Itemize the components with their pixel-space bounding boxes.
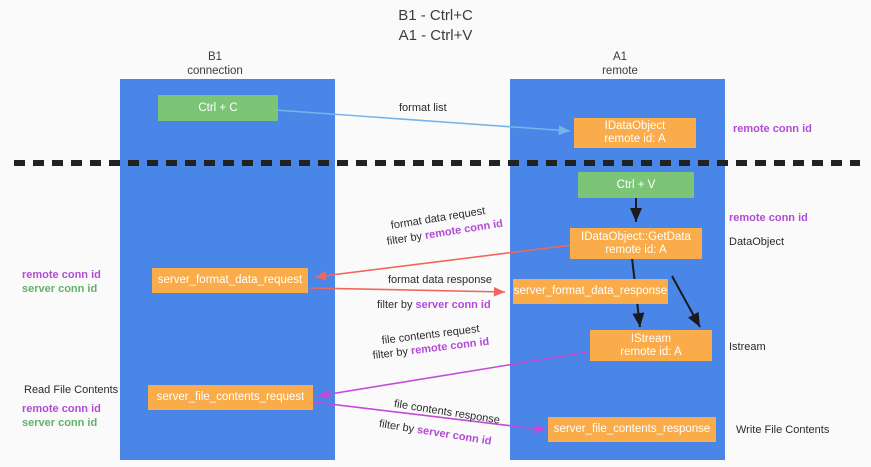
box-istream-line1: IStream	[630, 332, 672, 345]
filter-key-server-conn-id: server conn id	[415, 299, 491, 311]
column-header-left: B1 connection	[150, 50, 280, 78]
box-server-file-contents-response[interactable]: server_file_contents_response	[548, 417, 716, 442]
annotation-istream: Istream	[729, 341, 766, 353]
edge-label-format-data-response-text: format data response	[388, 274, 492, 286]
box-server-format-data-response[interactable]: server_format_data_response	[513, 279, 668, 304]
filter-prefix: filter by	[386, 229, 426, 248]
box-server-file-contents-request[interactable]: server_file_contents_request	[148, 385, 313, 410]
annotation-remote-conn-id-mid: remote conn id	[729, 212, 808, 224]
column-header-right-name: A1	[612, 51, 628, 63]
annotation-remote-conn-id-top: remote conn id	[733, 123, 812, 135]
box-idataobject-line2: remote id: A	[604, 133, 666, 145]
filter-prefix: filter by	[372, 345, 412, 362]
box-idataobject-getdata[interactable]: IDataObject::GetData remote id: A	[570, 228, 702, 259]
box-server-format-data-request[interactable]: server_format_data_request	[152, 268, 308, 293]
legend-left-low-remote: remote conn id	[22, 403, 101, 415]
page-title: B1 - Ctrl+C A1 - Ctrl+V	[398, 7, 473, 44]
edge-label-format-data-response-filter: filter by server conn id	[377, 299, 491, 311]
filter-prefix: filter by	[377, 299, 416, 311]
box-getdata-line2: remote id: A	[605, 243, 667, 256]
box-server-file-contents-request-label: server_file_contents_request	[156, 391, 305, 403]
edge-label-format-list: format list	[399, 102, 447, 114]
box-idataobject[interactable]: IDataObject remote id: A	[574, 118, 696, 148]
box-istream-line2: remote id: A	[620, 345, 682, 358]
edge-label-format-data-response: format data response	[388, 274, 492, 286]
filter-key-server-conn-id: server conn id	[416, 424, 493, 448]
column-header-right: A1 remote	[555, 50, 685, 78]
column-header-left-name: B1	[207, 51, 223, 63]
column-header-right-sub: remote	[602, 65, 638, 77]
box-idataobject-line1: IDataObject	[604, 120, 666, 132]
annotation-dataobject: DataObject	[729, 236, 785, 248]
legend-left-low-server: server conn id	[22, 417, 98, 429]
arrow-format-data-response	[309, 286, 506, 297]
annotation-write-file-contents: Write File Contents	[736, 424, 830, 436]
box-ctrl-v-label: Ctrl + V	[616, 178, 656, 191]
legend-left-mid-remote: remote conn id	[22, 269, 101, 281]
box-istream[interactable]: IStream remote id: A	[590, 330, 712, 361]
box-server-format-data-request-label: server_format_data_request	[157, 274, 303, 286]
edge-label-format-list-text: format list	[399, 102, 447, 114]
filter-prefix: filter by	[378, 418, 419, 436]
legend-left-mid-server: server conn id	[22, 283, 98, 295]
annotation-read-file-contents: Read File Contents	[24, 384, 119, 396]
box-server-format-data-response-label: server_format_data_response	[513, 285, 668, 297]
legend-left-low: remote conn id server conn id	[22, 402, 101, 430]
box-ctrl-v[interactable]: Ctrl + V	[578, 172, 694, 198]
box-getdata-line1: IDataObject::GetData	[581, 230, 691, 243]
box-ctrl-c[interactable]: Ctrl + C	[158, 95, 278, 121]
box-ctrl-c-label: Ctrl + C	[198, 101, 238, 114]
legend-left-mid: remote conn id server conn id	[22, 268, 101, 296]
column-header-left-sub: connection	[187, 65, 243, 77]
box-server-file-contents-response-label: server_file_contents_response	[553, 423, 711, 435]
